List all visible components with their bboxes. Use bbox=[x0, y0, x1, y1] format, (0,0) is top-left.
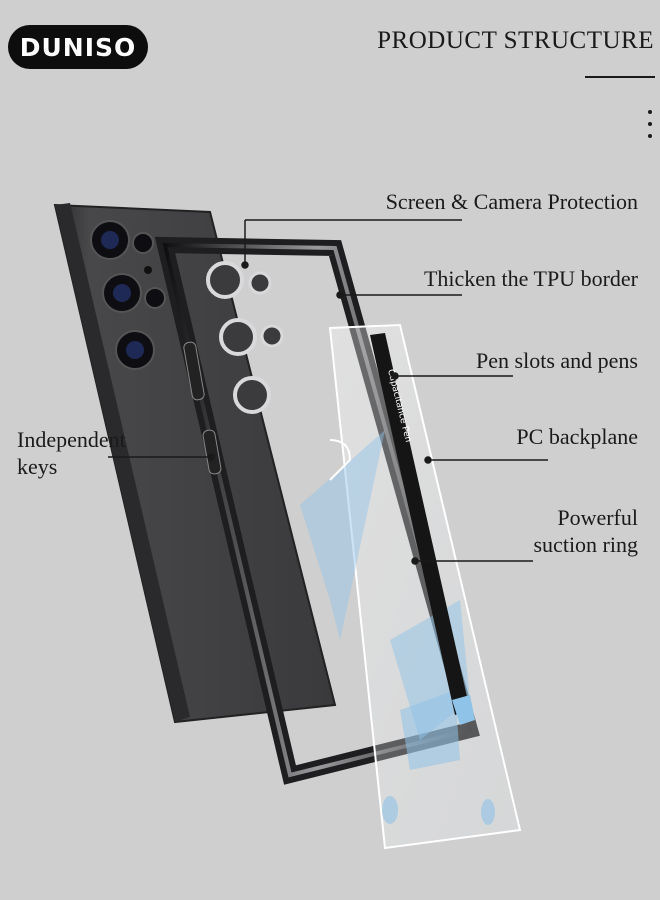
brand-logo: DUNISO bbox=[8, 25, 148, 69]
label-suction-ring-1: Powerful bbox=[557, 505, 638, 530]
label-tpu-border: Thicken the TPU border bbox=[423, 266, 638, 291]
label-independent-keys-1: Independent bbox=[17, 427, 126, 452]
phone-camera-lenses bbox=[90, 220, 166, 370]
more-options-icon[interactable] bbox=[646, 110, 654, 146]
leader-lines bbox=[108, 219, 548, 565]
label-screen-camera-protection: Screen & Camera Protection bbox=[385, 189, 638, 214]
label-pen-slots: Pen slots and pens bbox=[476, 348, 638, 373]
title-underline bbox=[585, 76, 655, 78]
phone-body bbox=[53, 203, 337, 724]
frame-camera-rings bbox=[206, 261, 284, 414]
label-pc-backplane: PC backplane bbox=[516, 424, 638, 449]
label-suction-ring-2: suction ring bbox=[533, 532, 639, 557]
page-title: PRODUCT STRUCTURE bbox=[377, 27, 654, 54]
label-independent-keys-2: keys bbox=[17, 454, 58, 479]
